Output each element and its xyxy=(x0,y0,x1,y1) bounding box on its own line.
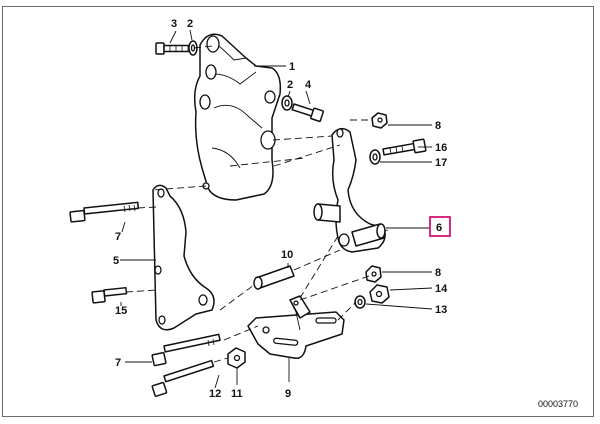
label-part-7-upper[interactable]: 7 xyxy=(115,231,121,243)
label-part-1[interactable]: 1 xyxy=(289,61,295,73)
diagram-frame xyxy=(2,6,594,417)
slotted-bracket[interactable] xyxy=(247,295,345,359)
bolt-16[interactable] xyxy=(382,138,427,156)
plate-bracket[interactable] xyxy=(152,184,215,331)
label-part-10[interactable]: 10 xyxy=(281,249,293,261)
catalog-number: 00003770 xyxy=(537,399,578,409)
label-part-15[interactable]: 15 xyxy=(115,305,127,317)
assembly-lines xyxy=(125,45,389,363)
label-part-16[interactable]: 16 xyxy=(435,142,447,154)
leader-lines xyxy=(120,29,433,389)
nut-14[interactable] xyxy=(369,284,390,304)
label-part-6[interactable]: 6 xyxy=(436,222,442,234)
bolt-7-lower[interactable] xyxy=(151,333,221,367)
label-part-7-lower[interactable]: 7 xyxy=(115,357,121,369)
washer-13[interactable] xyxy=(354,295,366,309)
nut-8-upper[interactable] xyxy=(371,112,388,129)
bolt-4[interactable] xyxy=(291,103,325,123)
label-part-8-upper[interactable]: 8 xyxy=(435,120,441,132)
label-part-2-top[interactable]: 2 xyxy=(187,18,193,30)
label-part-8-lower[interactable]: 8 xyxy=(435,267,441,279)
label-part-12[interactable]: 12 xyxy=(209,388,221,400)
label-part-2-right[interactable]: 2 xyxy=(287,79,293,91)
label-part-4[interactable]: 4 xyxy=(305,79,312,91)
bolt-3[interactable] xyxy=(155,42,195,55)
label-part-5[interactable]: 5 xyxy=(113,255,119,267)
main-bracket[interactable] xyxy=(193,33,282,201)
washer-17[interactable] xyxy=(369,149,381,165)
label-part-13[interactable]: 13 xyxy=(435,304,447,316)
tensioner-arm[interactable] xyxy=(313,127,386,253)
bolt-15[interactable] xyxy=(91,286,128,304)
part-6-highlight xyxy=(429,216,451,237)
washer-2-right[interactable] xyxy=(281,95,293,111)
nut-11[interactable] xyxy=(227,347,246,369)
bolt-7-upper[interactable] xyxy=(69,201,140,223)
bolt-12[interactable] xyxy=(151,359,215,397)
label-part-17[interactable]: 17 xyxy=(435,157,447,169)
nut-8-lower[interactable] xyxy=(365,265,382,283)
sleeve-10[interactable] xyxy=(253,265,295,290)
label-part-14[interactable]: 14 xyxy=(435,283,448,295)
label-part-9[interactable]: 9 xyxy=(285,388,291,400)
callout-labels: 3 2 1 2 4 8 16 17 6 7 5 10 8 14 15 13 7 … xyxy=(113,18,451,400)
label-part-3[interactable]: 3 xyxy=(171,18,177,30)
label-part-11[interactable]: 11 xyxy=(231,388,243,400)
